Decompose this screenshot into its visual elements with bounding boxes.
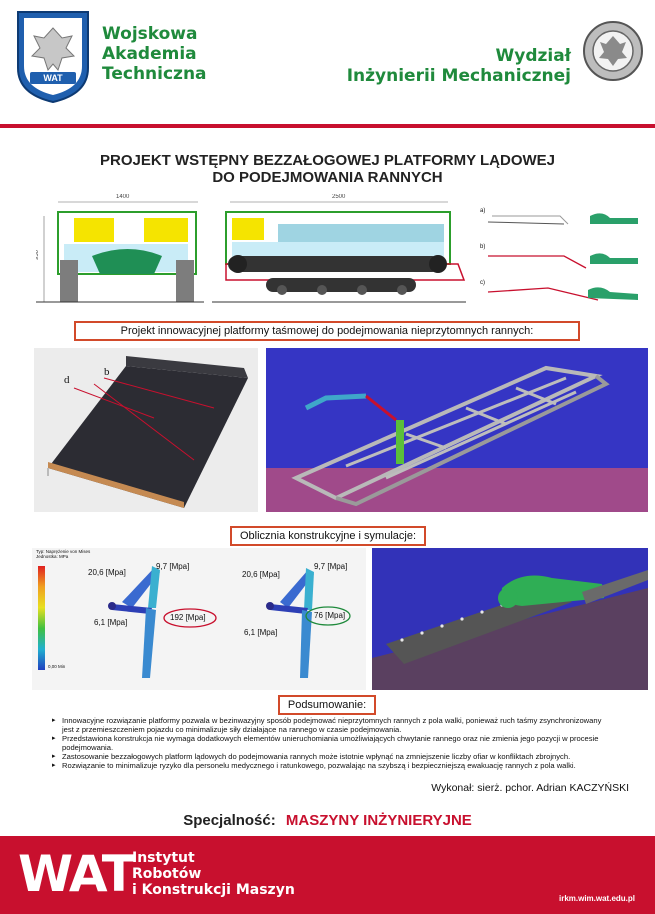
footer-logo: WAT <box>18 845 136 903</box>
stress-color-scale <box>38 566 45 670</box>
faculty-name: Wydział Inżynierii Mechanicznej <box>347 46 571 86</box>
specialty-value: MASZYNY INŻYNIERYJNE <box>285 812 472 829</box>
dim-front-width: 1400 <box>116 194 130 200</box>
right-stress-b: 20,6 [Mpa] <box>242 570 280 579</box>
right-stress-a: 9,7 [Mpa] <box>314 562 348 571</box>
summary-section-label: Podsumowanie: <box>278 695 376 715</box>
poster-title: PROJEKT WSTĘPNY BEZZAŁOGOWEJ PLATFORMY L… <box>0 152 655 186</box>
institute-name: Instytut Robotów i Konstrukcji Maszyn <box>132 850 295 898</box>
dim-side-width: 2500 <box>332 194 346 200</box>
summary-item: Rozwiązanie to minimalizuje ryzyko dla p… <box>52 761 612 770</box>
institute-name-line3: i Konstrukcji Maszyn <box>132 882 295 898</box>
project-section-label: Projekt innowacyjnej platformy taśmowej … <box>74 321 580 341</box>
right-stress-c: 6,1 [Mpa] <box>244 628 278 637</box>
stress-simulation-panel: Typ: Naprężenie von Mises Jednostka: MPa… <box>32 548 366 690</box>
wat-emblem-text: WAT <box>43 73 63 83</box>
summary-item: Przedstawiona konstrukcja nie wymaga dod… <box>52 734 612 752</box>
poster-title-line2: DO PODEJMOWANIA RANNYCH <box>212 169 443 186</box>
left-stress-c: 6,1 [Mpa] <box>94 618 128 627</box>
conveyor-platform-render: d b <box>34 348 258 512</box>
step-b-label: b) <box>480 244 486 250</box>
summary-list: Innowacyjne rozwiązanie platformy pozwal… <box>52 716 612 770</box>
summary-item: Zastosowanie bezzałogowych platform lądo… <box>52 752 612 761</box>
footer-bar: WAT Instytut Robotów i Konstrukcji Maszy… <box>0 836 655 914</box>
left-stress-max: 192 [Mpa] <box>170 613 206 622</box>
specialty: Specjalność: MASZYNY INŻYNIERYJNE <box>0 812 655 829</box>
legend-min: 0,00 Min <box>48 664 66 669</box>
legend-title: Typ: Naprężenie von Mises <box>36 549 91 554</box>
left-stress-b: 20,6 [Mpa] <box>88 568 126 577</box>
calc-section-label: Oblicznia konstrukcyjne i symulacje: <box>230 526 426 546</box>
institute-name-line2: Robotów <box>132 866 202 882</box>
legend-unit: Jednostka: MPa <box>36 554 69 559</box>
institute-url[interactable]: irkm.wim.wat.edu.pl <box>558 894 635 903</box>
render-label-b: b <box>104 366 110 378</box>
render-label-d: d <box>64 374 70 386</box>
step-a-label: a) <box>480 208 486 214</box>
university-name-line1: Wojskowa <box>102 24 198 44</box>
faculty-name-line1: Wydział <box>495 46 571 66</box>
header-divider <box>0 124 655 128</box>
summary-item: Innowacyjne rozwiązanie platformy pozwal… <box>52 716 612 734</box>
frame-structure-render <box>266 348 648 512</box>
pickup-sequence-drawing: a) b) c) <box>478 194 644 312</box>
university-name-line2: Akademia <box>102 44 197 64</box>
faculty-emblem <box>582 20 644 82</box>
side-view-drawing: 2500 <box>212 194 466 312</box>
step-c-label: c) <box>480 280 485 286</box>
specialty-label: Specjalność: <box>183 812 276 829</box>
wat-emblem: WAT <box>14 6 92 104</box>
stress-members-drawing <box>108 566 351 678</box>
pickup-simulation-render <box>372 548 648 690</box>
institute-name-line1: Instytut <box>132 850 195 866</box>
left-stress-a: 9,7 [Mpa] <box>156 562 190 571</box>
author-credit: Wykonał: sierż. pchor. Adrian KACZYŃSKI <box>431 782 629 794</box>
dim-front-height: 950 <box>36 249 41 261</box>
university-name-line3: Techniczna <box>102 64 207 84</box>
front-view-drawing: 1400 950 <box>36 194 204 312</box>
university-name: Wojskowa Akademia Techniczna <box>102 24 207 84</box>
right-stress-max: 76 [Mpa] <box>314 611 346 620</box>
faculty-name-line2: Inżynierii Mechanicznej <box>346 66 571 86</box>
poster-title-line1: PROJEKT WSTĘPNY BEZZAŁOGOWEJ PLATFORMY L… <box>99 152 556 169</box>
